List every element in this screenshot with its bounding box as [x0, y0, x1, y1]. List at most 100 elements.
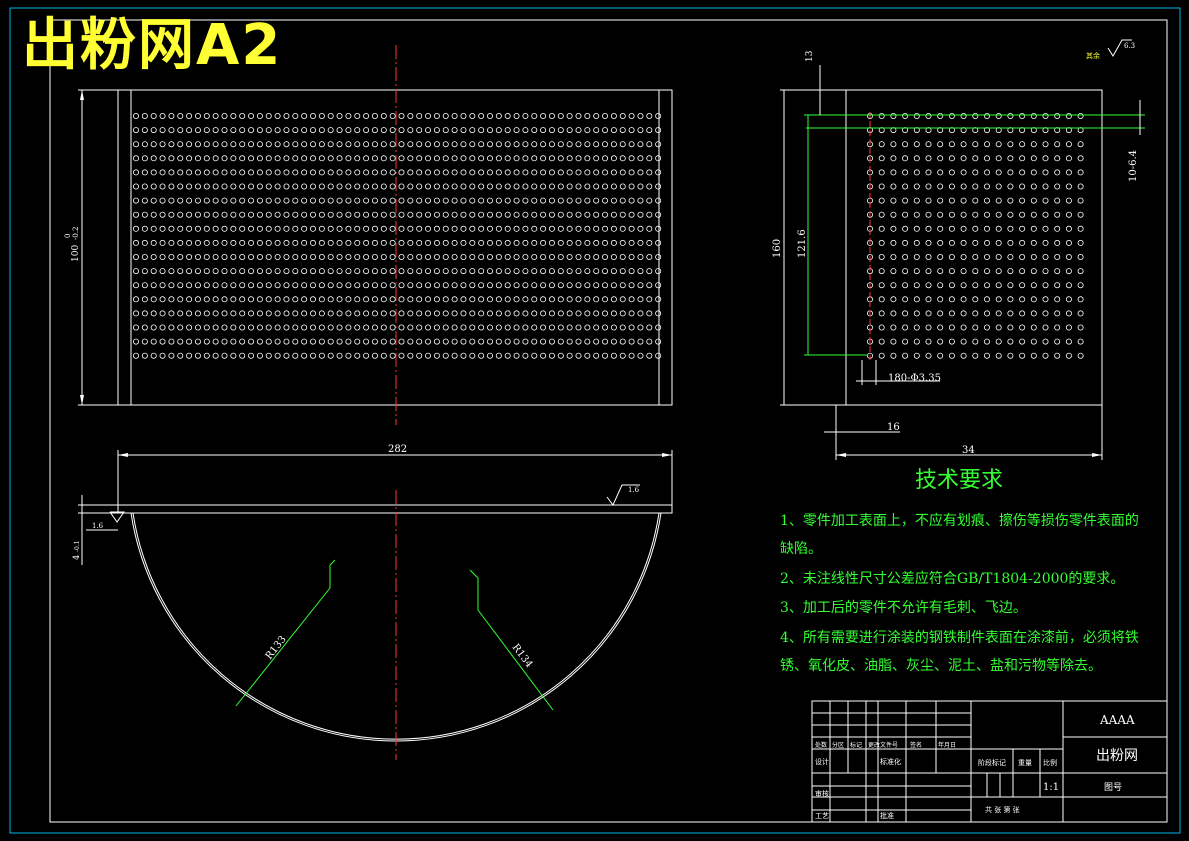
- perforation-hole: [1019, 268, 1026, 275]
- perforation-hole: [531, 169, 538, 176]
- perforation-hole: [890, 324, 897, 331]
- perforation-hole: [478, 296, 485, 303]
- bottom-rough-left: 1.6: [92, 522, 104, 530]
- perforation-hole: [948, 310, 955, 317]
- perforation-hole: [416, 338, 423, 345]
- perforation-hole: [937, 239, 944, 246]
- perforation-hole: [1019, 225, 1026, 232]
- perforation-hole: [221, 183, 228, 190]
- perforation-hole: [513, 183, 520, 190]
- title-block: [811, 700, 1168, 823]
- perforation-hole: [177, 211, 184, 218]
- perforation-hole: [1077, 183, 1084, 190]
- perforation-hole: [1019, 211, 1026, 218]
- perforation-hole: [416, 211, 423, 218]
- perforation-hole: [646, 352, 653, 359]
- perforation-hole: [557, 155, 564, 162]
- perforation-hole: [1007, 225, 1014, 232]
- perforation-hole: [913, 352, 920, 359]
- perforation-hole: [141, 352, 148, 359]
- perforation-hole: [336, 239, 343, 246]
- perforation-hole: [1019, 324, 1026, 331]
- perforation-hole: [937, 324, 944, 331]
- perforation-hole: [1054, 169, 1061, 176]
- perforation-hole: [478, 338, 485, 345]
- perforation-hole: [995, 310, 1002, 317]
- perforation-hole: [602, 141, 609, 148]
- perforation-hole: [566, 155, 573, 162]
- perforation-hole: [425, 155, 432, 162]
- perforation-hole: [1042, 253, 1049, 260]
- perforation-hole: [531, 324, 538, 331]
- perforation-hole: [902, 310, 909, 317]
- perforation-hole: [380, 211, 387, 218]
- perforation-hole: [486, 183, 493, 190]
- perforation-hole: [593, 127, 600, 134]
- perforation-hole: [354, 155, 361, 162]
- review-label: 审核: [815, 789, 829, 798]
- perforation-hole: [1007, 141, 1014, 148]
- front-height-dim: 100: [71, 245, 81, 262]
- perforation-hole: [557, 225, 564, 232]
- perforation-hole: [1054, 155, 1061, 162]
- perforation-hole: [575, 239, 582, 246]
- perforation-hole: [628, 183, 635, 190]
- perforation-hole: [584, 197, 591, 204]
- perforation-hole: [248, 324, 255, 331]
- perforation-hole: [504, 282, 511, 289]
- perforation-hole: [407, 183, 414, 190]
- side-offset-dim: 16: [887, 422, 900, 433]
- perforation-hole: [902, 268, 909, 275]
- perforation-hole: [168, 338, 175, 345]
- perforation-hole: [913, 253, 920, 260]
- perforation-hole: [451, 197, 458, 204]
- perforation-hole: [371, 225, 378, 232]
- perforation-hole: [186, 197, 193, 204]
- perforation-hole: [327, 310, 334, 317]
- perforation-hole: [230, 225, 237, 232]
- perforation-hole: [354, 169, 361, 176]
- perforation-hole: [602, 253, 609, 260]
- perforation-hole: [948, 296, 955, 303]
- perforation-hole: [389, 113, 396, 120]
- perforation-hole: [486, 141, 493, 148]
- perforation-hole: [168, 239, 175, 246]
- perforation-hole: [318, 127, 325, 134]
- perforation-hole: [1042, 268, 1049, 275]
- perforation-hole: [913, 183, 920, 190]
- perforation-hole: [460, 324, 467, 331]
- perforation-hole: [619, 183, 626, 190]
- perforation-hole: [637, 324, 644, 331]
- perforation-hole: [336, 338, 343, 345]
- perforation-hole: [230, 310, 237, 317]
- perforation-hole: [265, 197, 272, 204]
- perforation-hole: [354, 197, 361, 204]
- perforation-hole: [531, 338, 538, 345]
- perforation-hole: [425, 338, 432, 345]
- perforation-hole: [283, 127, 290, 134]
- front-height-tol: -0.2: [72, 227, 80, 241]
- perforation-hole: [389, 225, 396, 232]
- perforation-hole: [504, 338, 511, 345]
- perforation-hole: [984, 169, 991, 176]
- perforation-hole: [913, 211, 920, 218]
- perforation-hole: [902, 253, 909, 260]
- perforation-hole: [478, 113, 485, 120]
- perforation-hole: [168, 197, 175, 204]
- perforation-hole: [363, 338, 370, 345]
- roughness-symbol-icon: [606, 484, 640, 506]
- perforation-hole: [995, 155, 1002, 162]
- perforation-hole: [212, 282, 219, 289]
- perforation-hole: [168, 352, 175, 359]
- perforation-hole: [619, 338, 626, 345]
- perforation-hole: [646, 268, 653, 275]
- perforation-hole: [274, 268, 281, 275]
- perforation-hole: [469, 113, 476, 120]
- perforation-hole: [637, 296, 644, 303]
- perforation-hole: [460, 169, 467, 176]
- perforation-hole: [1007, 113, 1014, 120]
- perforation-hole: [972, 352, 979, 359]
- perforation-hole: [566, 197, 573, 204]
- perforation-hole: [913, 282, 920, 289]
- perforation-hole: [301, 197, 308, 204]
